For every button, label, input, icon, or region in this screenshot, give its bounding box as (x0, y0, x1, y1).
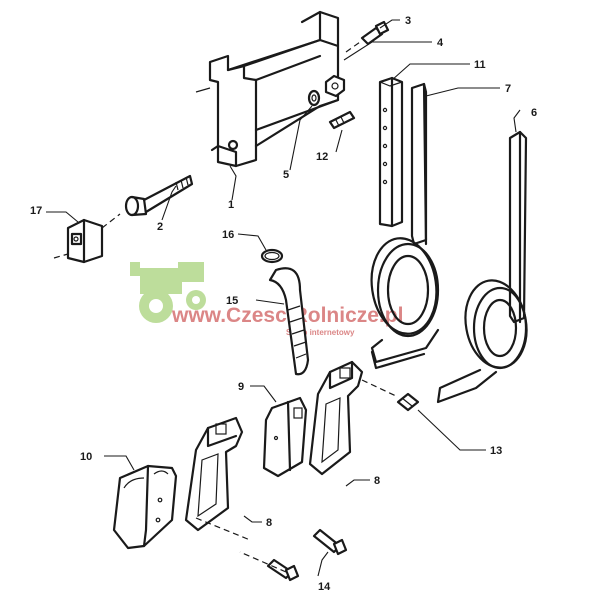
callout-labels: 1 2 3 4 5 6 7 8 8 9 10 11 12 13 14 15 16… (30, 15, 537, 593)
callout-6: 6 (531, 107, 537, 119)
watermark-tagline-text: Sklep internetowy (286, 328, 355, 337)
callout-2: 2 (157, 221, 163, 233)
callout-9: 9 (238, 381, 244, 393)
part-16-hose-clamp (260, 248, 284, 264)
part-10-share (112, 464, 178, 550)
watermark: www.CzesciRolnicze.pl Sklep internetowy (130, 262, 403, 337)
callout-14: 14 (318, 581, 331, 593)
part-8-share-upper (308, 360, 397, 476)
part-6-spring-tine (436, 130, 528, 404)
part-2-bolt (124, 174, 194, 217)
part-5-washer (307, 89, 321, 107)
callout-4: 4 (437, 37, 444, 49)
part-4-nut (324, 74, 346, 98)
callout-8-upper: 8 (374, 475, 380, 487)
part-12-pin (328, 110, 356, 130)
callout-17: 17 (30, 205, 42, 217)
callout-5: 5 (283, 169, 289, 181)
part-14-bolts (239, 528, 348, 582)
callout-8-lower: 8 (266, 517, 272, 529)
callout-1: 1 (228, 199, 234, 211)
callout-10: 10 (80, 451, 92, 463)
callout-11: 11 (474, 59, 486, 71)
part-7-spring-tine (370, 82, 440, 370)
tractor-logo-icon (130, 262, 206, 323)
callout-13: 13 (490, 445, 502, 457)
callout-12: 12 (316, 151, 328, 163)
part-11-perforated-tine (378, 76, 404, 228)
part-13-pin (396, 392, 420, 412)
leader-lines (46, 19, 521, 577)
part-17-clip (53, 213, 121, 264)
callout-7: 7 (505, 83, 511, 95)
callout-15: 15 (226, 295, 238, 307)
part-8-share-lower (184, 416, 251, 541)
part-9-share (262, 396, 308, 478)
callout-16: 16 (222, 229, 234, 241)
part-1-frame-bracket (195, 10, 340, 168)
part-15-hose (268, 267, 310, 376)
callout-3: 3 (405, 15, 411, 27)
